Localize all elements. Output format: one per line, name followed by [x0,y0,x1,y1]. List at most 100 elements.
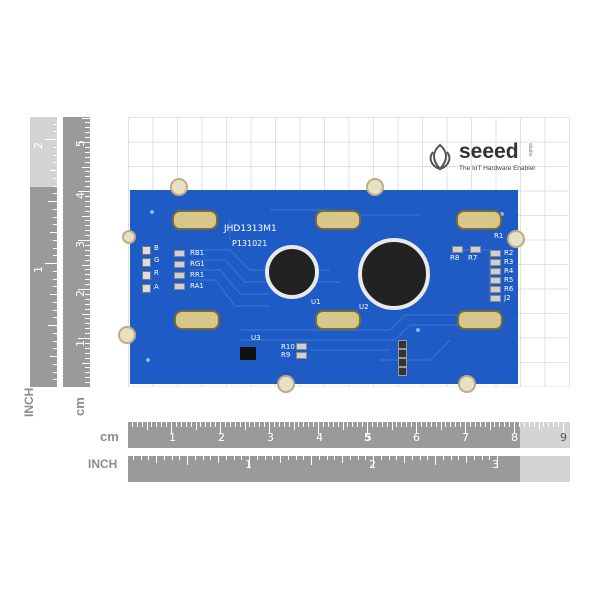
ruler-tick [249,422,251,427]
ruler-tick [367,422,368,434]
ruler-tick [380,456,382,460]
r8-label: R8 [450,254,460,262]
ruler-tick [53,239,57,241]
ruler-tick [161,422,163,427]
ruler-tick [85,284,90,286]
ruler-tick [334,456,336,460]
ruler-tick [53,216,57,218]
ruler-tick [53,317,57,319]
smd-resistor [174,250,185,257]
ruler-tick [234,422,236,427]
ruler-tick [140,456,142,460]
ruler-tick [85,318,90,320]
ruler-light-segment [30,117,57,187]
ruler-tick [465,422,466,434]
h-cm-num: 4 [316,431,323,444]
ruler-tick [357,456,359,460]
seeed-logo: seeed studio The IoT Hardware Enabler [425,140,545,176]
ruler-tick [85,269,90,271]
ruler-tick [85,235,90,237]
ruler-tick [229,422,231,427]
ruler-light-segment [520,456,570,482]
smd-resistor [452,246,463,253]
smd-resistor [490,286,501,293]
smd-resistor [470,246,481,253]
header-pin [398,349,407,358]
ruler-tick [411,456,413,460]
ruler-tick [53,363,57,365]
solder-pad [174,310,220,330]
ruler-tick [53,185,57,187]
v-inch-num: 1 [32,266,45,273]
ruler-tick [425,422,427,427]
u1-label: U1 [311,298,321,306]
ruler-tick [85,146,90,148]
ruler-tick [342,422,344,430]
ruler-tick [553,422,555,427]
ruler-tick [357,422,359,427]
header-pin [398,367,407,376]
v-cm-num: 3 [74,241,87,248]
dark-disc-u2 [358,238,430,310]
ruler-tick [85,328,90,330]
mounting-hole [118,326,136,344]
ruler-tick [202,456,204,460]
solder-pad [457,310,503,330]
v-cm-num: 4 [74,192,87,199]
ruler-tick [53,193,57,195]
ruler-tick [287,456,289,460]
ruler-tick [53,131,57,133]
r6-label: R6 [504,285,514,293]
ruler-tick [190,422,192,427]
ruler-tick [78,338,90,339]
ruler-tick [215,422,217,427]
smd-resistor [174,283,185,290]
ruler-tick [326,456,328,460]
ruler-tick [85,303,90,305]
ruler-tick [85,279,90,281]
ruler-tick [225,456,227,460]
ruler-tick [455,422,457,427]
ruler-tick [78,289,90,290]
ruler-tick [327,422,329,427]
ruler-tick [210,456,212,460]
ruler-tick [179,456,181,460]
ruler-tick [53,123,57,125]
rb1-label: RB1 [190,249,205,257]
ruler-tick [85,161,90,163]
ruler-tick [504,422,506,427]
ruler-tick [195,422,197,430]
pin-label-g: G [154,256,160,264]
pin-label-r: R [154,269,159,277]
ruler-tick [376,422,378,427]
ruler-tick [406,422,408,427]
ruler-tick [450,456,452,460]
ruler-tick [85,171,90,173]
ruler-tick [50,170,57,171]
ruler-tick [528,422,530,427]
ruler-tick [85,254,90,256]
ruler-tick [180,422,182,427]
ruler-tick [53,332,57,334]
ruler-tick [308,422,310,427]
ruler-tick [494,422,496,427]
ruler-tick [445,422,447,427]
connector-pin [142,271,151,280]
v-cm-num: 2 [74,290,87,297]
ruler-tick [349,456,351,460]
pin-label-b: B [154,244,159,252]
v-cm-num: 5 [74,140,87,147]
ruler-tick [435,422,437,427]
solder-pad [315,210,361,230]
ruler-tick [430,422,432,427]
ruler-tick [548,422,550,427]
ruler-tick [53,301,57,303]
ruler-tick [322,422,324,427]
ruler-tick [298,422,300,427]
j2-label: J2 [504,294,511,302]
ruler-tick [85,333,90,335]
ruler-tick [473,456,475,460]
logo-sub: studio [527,143,533,157]
ruler-tick [533,422,535,427]
ruler-tick [352,422,354,427]
